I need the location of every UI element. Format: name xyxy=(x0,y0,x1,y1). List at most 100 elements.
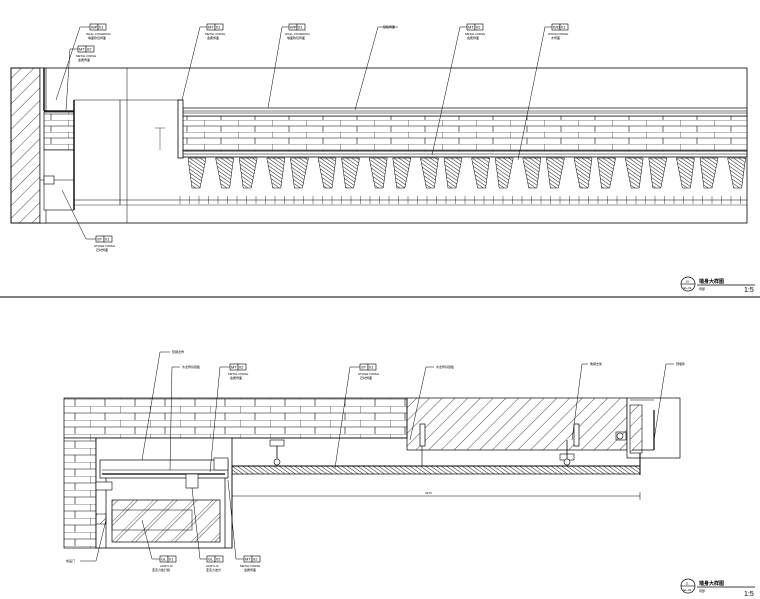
tag-line1: METAL FINISH xyxy=(465,32,485,36)
finish-tag: ST 01 STONE FINISH 石材饰面 xyxy=(61,189,115,252)
wood-blade-row xyxy=(187,157,746,189)
wood-blade xyxy=(392,157,412,189)
tag-code: GL xyxy=(161,557,167,562)
tag-line1: WALL COVERING xyxy=(285,32,310,36)
top-finish-tags: WP 01 WALL COVERING 墙面软包饰面 MT 02 METAL F… xyxy=(55,23,568,252)
tag-line2: 亚克力发光 xyxy=(206,567,221,572)
hanger-bracket xyxy=(559,423,580,466)
bottom-brick-band xyxy=(63,397,408,439)
finish-note: 预埋件 xyxy=(653,361,685,441)
wood-blade xyxy=(624,157,644,189)
top-dimension-ticks xyxy=(179,196,741,204)
finish-tag: ST 01 STONE FINISH 石材饰面 xyxy=(334,363,379,469)
tag-line2: 金属饰面 xyxy=(244,567,256,572)
title-name: 墙身大样图 xyxy=(699,278,724,285)
hanger-bracket xyxy=(419,423,426,466)
tag-num: 01 xyxy=(561,25,566,30)
tag-code: MT xyxy=(468,25,474,30)
wood-blade xyxy=(215,157,234,189)
tag-line1: STONE FINISH xyxy=(358,372,379,376)
tag-num: 01 xyxy=(169,557,174,562)
tag-line1: STONE FINISH xyxy=(94,244,115,248)
title-sub: 局部 xyxy=(699,588,705,593)
tag-line1: ACRYLIC xyxy=(206,564,220,568)
tag-line1: ACRYLIC xyxy=(160,564,174,568)
tag-line2: 金属饰面 xyxy=(78,57,90,62)
note-text: 角钢支架 xyxy=(590,361,602,366)
title-sheet: EL-01 xyxy=(684,588,692,592)
finish-tag: GL 02 ACRYLIC 亚克力发光 xyxy=(191,487,224,572)
wood-blade xyxy=(699,157,719,189)
tag-num: 02 xyxy=(239,365,244,370)
wood-blade xyxy=(494,157,514,189)
tag-num: 01 xyxy=(298,25,303,30)
finish-note: 木龙骨基层板 xyxy=(169,364,200,471)
finish-tag: MT 02 METAL FINISH 金属饰面 xyxy=(209,363,248,473)
title-scale: 1:5 xyxy=(744,287,754,294)
wood-blade xyxy=(573,157,593,189)
tag-code: ST xyxy=(97,237,103,242)
finish-tag: MT 02 METAL FINISH 金属饰面 xyxy=(65,45,96,111)
wood-blade xyxy=(238,157,258,189)
hanger-bracket xyxy=(269,439,285,466)
tag-line2: 金属饰面 xyxy=(467,35,479,40)
finish-note: 铝板饰面 xyxy=(354,24,398,111)
wood-blade xyxy=(368,157,388,189)
wood-blade xyxy=(727,157,746,189)
tag-num: 02 xyxy=(216,557,221,562)
wood-blade xyxy=(187,157,207,189)
bottom-soffit-panel xyxy=(231,465,641,475)
wood-blade xyxy=(676,157,695,189)
wood-blade xyxy=(471,157,490,189)
top-left-brick xyxy=(43,111,75,151)
wood-blade xyxy=(420,157,439,189)
bottom-wall-section-drawing: 4270 xyxy=(63,397,681,549)
tag-line1: METAL FINISH xyxy=(205,32,225,36)
top-title-block: 10 EL-01 墙身大样图 局部 1:5 xyxy=(680,276,755,294)
bottom-concrete xyxy=(406,397,628,451)
finish-tag: MT 02 METAL FINISH 金属饰面 xyxy=(431,23,485,156)
tag-line1: METAL FINISH xyxy=(240,564,260,568)
wood-blade xyxy=(443,157,463,189)
finish-tag: WP 01 WALL COVERING 墙面软包饰面 xyxy=(55,23,111,101)
finish-tag: WD 01 WOOD FINISH 木饰面 xyxy=(517,23,568,161)
tag-num: 01 xyxy=(216,25,221,30)
note-text: 预埋件 xyxy=(676,361,685,366)
tag-code: GL xyxy=(208,557,214,562)
finish-tag: MT 02 METAL FINISH 金属饰面 xyxy=(227,479,260,572)
bottom-left-brick xyxy=(63,437,97,549)
tag-num: 01 xyxy=(369,365,374,370)
tag-line1: WOOD FINISH xyxy=(548,32,568,36)
finish-note: 角钢支架 xyxy=(571,361,602,441)
bottom-dimension: 4270 xyxy=(425,491,432,495)
tag-line2: 石材饰面 xyxy=(96,247,108,252)
acrylic-panel xyxy=(111,499,221,543)
top-main-brick-wall xyxy=(181,115,748,152)
wood-blade xyxy=(546,157,565,189)
note-text: 木龙骨基层板 xyxy=(436,364,454,369)
tag-line2: 木饰面 xyxy=(551,35,560,40)
finish-tag: MT 01 METAL FINISH 金属饰面 xyxy=(181,23,225,101)
wood-blade xyxy=(317,157,337,189)
wood-blade xyxy=(597,157,616,189)
tag-num: 02 xyxy=(87,47,92,52)
title-sub: 局部 xyxy=(699,286,705,291)
note-text: 木龙骨基层板 xyxy=(182,364,200,369)
wood-blade xyxy=(648,157,668,189)
note-text: 轻钢龙骨 xyxy=(172,349,184,354)
bottom-annotations: 轻钢龙骨 木龙骨基层板 MT 02 METAL FINISH 金属饰面 ST 0… xyxy=(66,349,685,572)
top-wall-section-drawing xyxy=(10,67,748,224)
tag-line1: WALL COVERING xyxy=(86,32,111,36)
tag-code: MT xyxy=(245,557,251,562)
tag-num: 02 xyxy=(476,25,481,30)
tag-line1: METAL FINISH xyxy=(228,372,248,376)
wood-blade xyxy=(341,157,360,189)
title-sheet: EL-01 xyxy=(684,286,692,290)
tag-num: 01 xyxy=(99,25,104,30)
note-text: 铝板饰面 xyxy=(383,24,395,29)
tag-line2: 金属饰面 xyxy=(230,375,242,380)
title-number: 11 xyxy=(686,582,689,586)
finish-note: 木龙骨基层板 xyxy=(409,364,454,441)
tag-code: WP xyxy=(91,25,98,30)
